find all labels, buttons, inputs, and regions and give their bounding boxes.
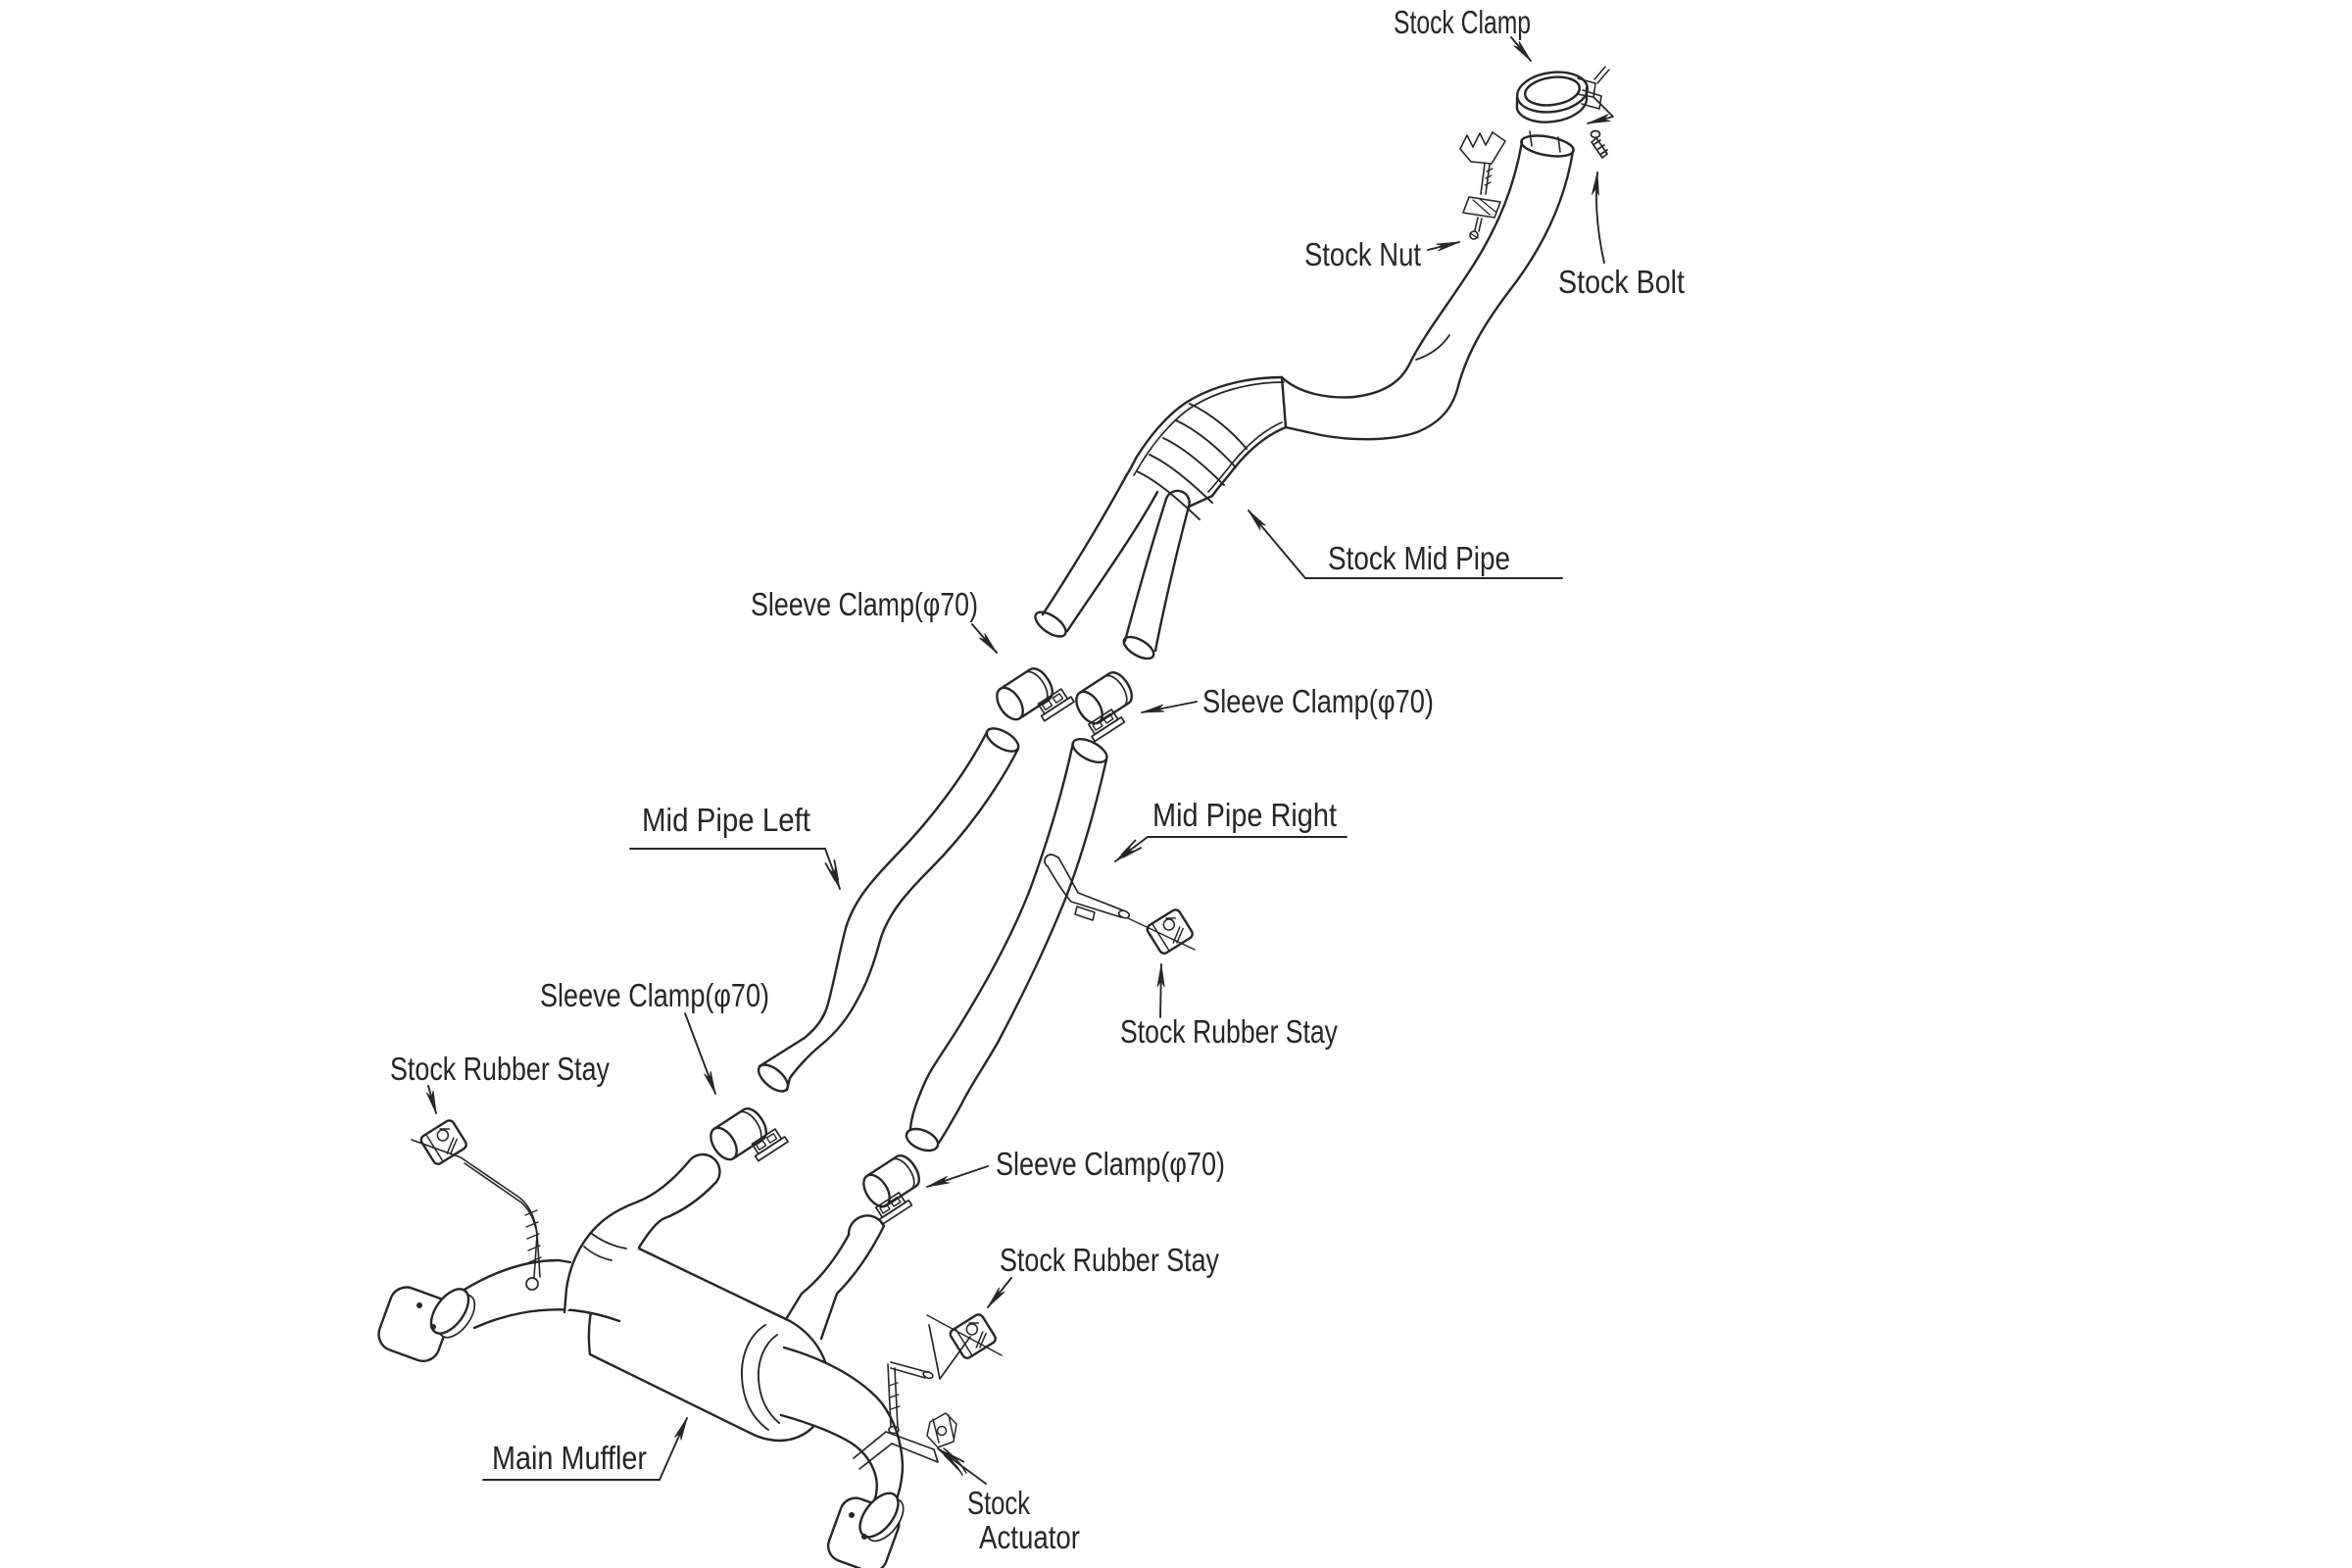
svg-text:Stock Clamp: Stock Clamp: [1394, 4, 1531, 40]
svg-text:Main Muffler: Main Muffler: [492, 1440, 647, 1476]
svg-text:Sleeve Clamp(φ70): Sleeve Clamp(φ70): [1202, 683, 1434, 719]
svg-text:Stock Bolt: Stock Bolt: [1558, 264, 1685, 300]
svg-text:Actuator: Actuator: [979, 1519, 1080, 1555]
svg-text:Sleeve Clamp(φ70): Sleeve Clamp(φ70): [540, 977, 769, 1013]
svg-text:Stock Rubber Stay: Stock Rubber Stay: [1120, 1013, 1338, 1050]
svg-text:Mid Pipe Right: Mid Pipe Right: [1152, 797, 1337, 833]
svg-text:Stock Nut: Stock Nut: [1304, 236, 1421, 272]
svg-text:Sleeve Clamp(φ70): Sleeve Clamp(φ70): [751, 586, 978, 622]
svg-text:Stock: Stock: [967, 1485, 1030, 1521]
svg-text:Stock Rubber Stay: Stock Rubber Stay: [1000, 1242, 1219, 1278]
svg-text:Stock Mid Pipe: Stock Mid Pipe: [1328, 540, 1510, 576]
svg-text:Sleeve Clamp(φ70): Sleeve Clamp(φ70): [996, 1146, 1225, 1182]
svg-text:Mid Pipe Left: Mid Pipe Left: [642, 802, 810, 838]
svg-text:Stock Rubber Stay: Stock Rubber Stay: [390, 1051, 610, 1087]
